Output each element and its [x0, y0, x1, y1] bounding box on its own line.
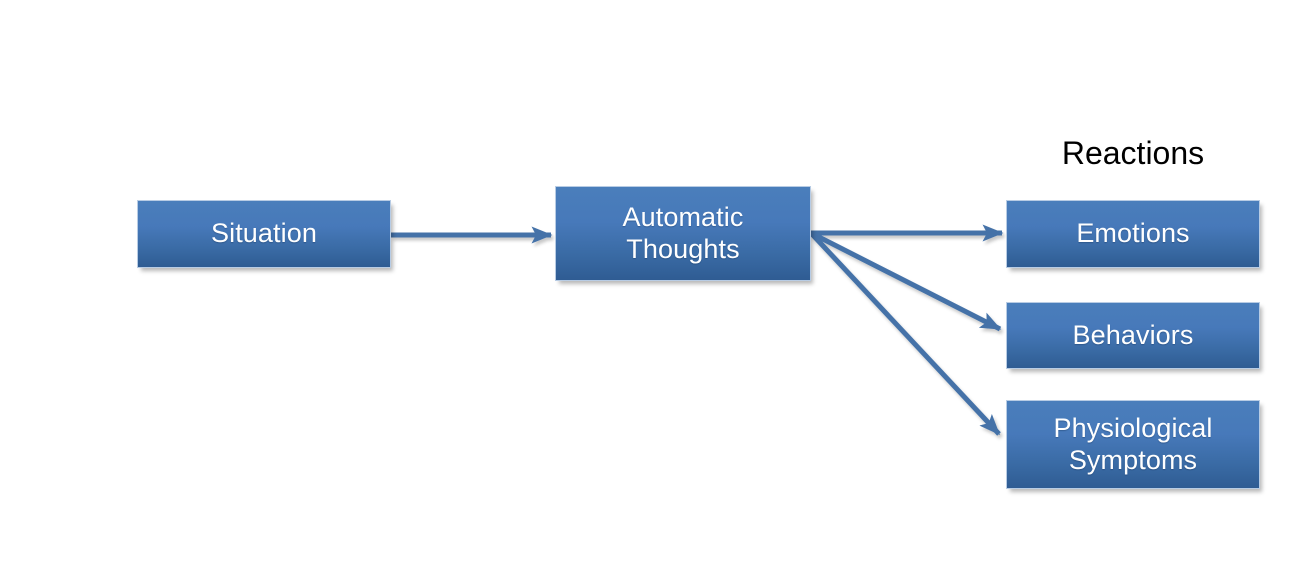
node-automatic-thoughts[interactable]: Automatic Thoughts	[555, 186, 811, 281]
edge-automatic-to-physiological	[809, 231, 1001, 436]
node-situation-label: Situation	[211, 218, 317, 249]
node-emotions-label: Emotions	[1076, 218, 1190, 249]
reactions-group-heading: Reactions	[1061, 135, 1205, 171]
node-emotions[interactable]: Emotions	[1006, 200, 1260, 268]
edge-automatic-to-behaviors	[809, 230, 1002, 332]
node-physiological-symptoms[interactable]: Physiological Symptoms	[1006, 400, 1260, 489]
node-physiological-symptoms-label: Physiological Symptoms	[1053, 412, 1213, 475]
node-situation[interactable]: Situation	[137, 200, 391, 268]
node-behaviors[interactable]: Behaviors	[1006, 302, 1260, 369]
node-behaviors-label: Behaviors	[1072, 319, 1194, 350]
node-automatic-thoughts-label: Automatic Thoughts	[622, 201, 744, 264]
